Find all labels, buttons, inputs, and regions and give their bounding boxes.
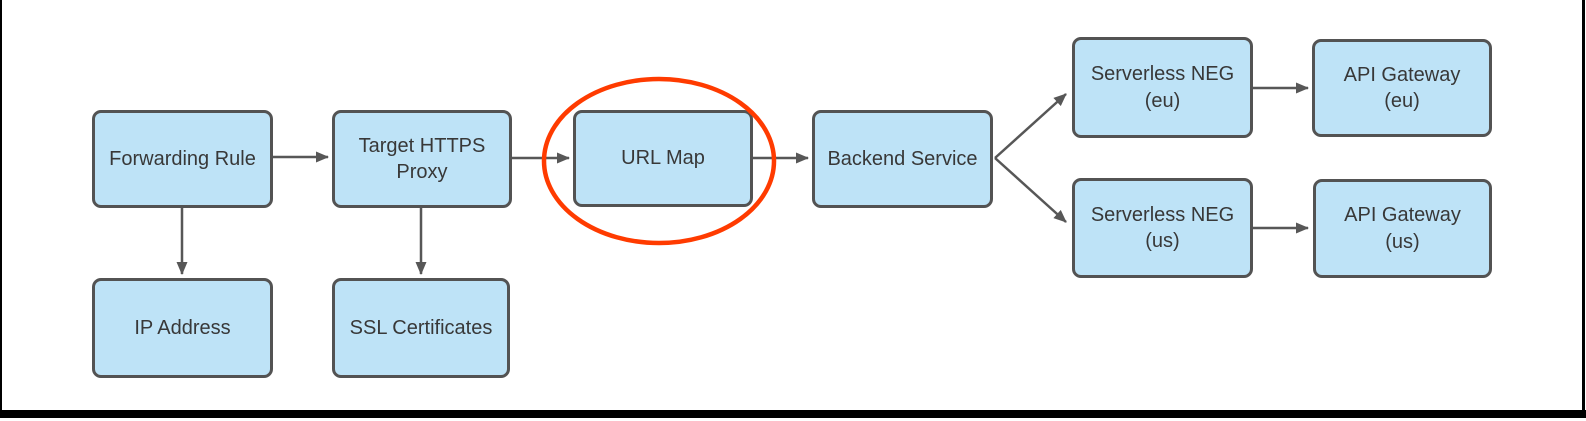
node-forwarding-rule: Forwarding Rule xyxy=(92,110,273,208)
node-api-gateway-us: API Gateway (us) xyxy=(1313,179,1492,278)
node-backend-service: Backend Service xyxy=(812,110,993,208)
node-ip-address: IP Address xyxy=(92,278,273,378)
edge-backend-service-to-serverless-neg-eu xyxy=(994,93,1067,159)
node-url-map: URL Map xyxy=(573,110,753,207)
node-serverless-neg-us: Serverless NEG (us) xyxy=(1072,178,1253,278)
node-api-gateway-eu: API Gateway (eu) xyxy=(1312,39,1492,137)
node-ssl-certificates: SSL Certificates xyxy=(332,278,510,378)
frame-right-line xyxy=(1582,0,1585,418)
edge-backend-service-to-serverless-neg-us xyxy=(994,157,1067,223)
node-target-https-proxy: Target HTTPS Proxy xyxy=(332,110,512,208)
frame-bottom-bar xyxy=(0,410,1586,418)
frame-left-line xyxy=(0,0,2,418)
node-serverless-neg-eu: Serverless NEG (eu) xyxy=(1072,37,1253,138)
